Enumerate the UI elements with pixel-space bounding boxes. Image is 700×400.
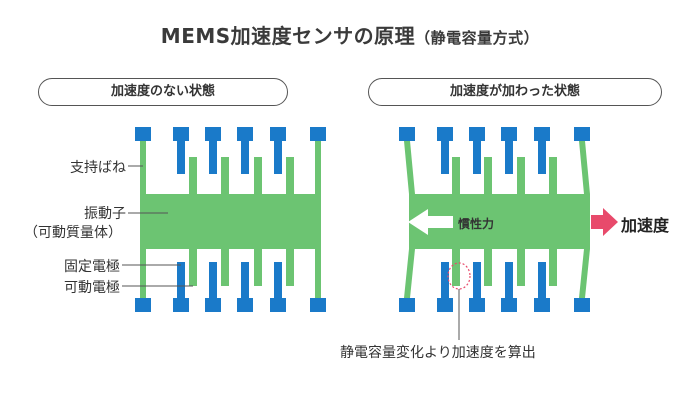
right-bottom-anchor: [574, 298, 590, 312]
left-top-movable-electrode: [221, 157, 229, 194]
label-movable-electrode: 可動電極: [64, 280, 120, 296]
right-spring: [579, 249, 590, 298]
right-top-fixed-electrode: [505, 141, 513, 174]
left-bottom-movable-electrode: [221, 249, 229, 286]
right-bottom-movable-electrode: [484, 249, 492, 286]
left-bottom-anchor: [310, 298, 326, 312]
title-main: MEMS加速度センサの原理: [160, 24, 416, 48]
right-bottom-movable-electrode: [517, 249, 525, 286]
right-bottom-anchor: [469, 298, 485, 312]
label-spring: 支持ばね: [70, 160, 126, 176]
left-top-anchor: [135, 127, 151, 141]
label-acceleration: 加速度: [621, 216, 670, 235]
right-top-movable-electrode: [452, 157, 460, 194]
left-bottom-anchor: [205, 298, 221, 312]
right-top-movable-electrode: [549, 157, 557, 194]
right-top-anchor: [534, 127, 550, 141]
right-bottom-movable-electrode: [452, 249, 460, 286]
left-bottom-anchor: [237, 298, 253, 312]
right-bottom-anchor: [437, 298, 453, 312]
right-bottom-fixed-electrode: [538, 262, 546, 298]
right-bottom-anchor: [534, 298, 550, 312]
right-top-movable-electrode: [517, 157, 525, 194]
label-mass-sub: （可動質量体）: [24, 225, 122, 241]
left-bottom-anchor: [135, 298, 151, 312]
right-top-fixed-electrode: [473, 141, 481, 174]
right-top-anchor: [501, 127, 517, 141]
right-top-anchor: [469, 127, 485, 141]
left-top-anchor: [237, 127, 253, 141]
right-bottom-fixed-electrode: [505, 262, 513, 298]
right-spring: [404, 249, 415, 298]
label-fixed-electrode: 固定電極: [64, 259, 120, 275]
right-top-movable-electrode: [484, 157, 492, 194]
left-top-anchor: [173, 127, 189, 141]
right-top-anchor: [437, 127, 453, 141]
left-top-movable-electrode: [254, 157, 262, 194]
label-inertia: 慣性力: [458, 217, 495, 231]
left-bottom-movable-electrode: [254, 249, 262, 286]
left-panel-title: 加速度のない状態: [38, 78, 288, 106]
left-top-fixed-electrode: [274, 141, 282, 174]
left-bottom-fixed-electrode: [177, 262, 185, 298]
caption: 静電容量変化より加速度を算出: [340, 345, 536, 361]
left-structure: [122, 127, 326, 312]
right-bottom-fixed-electrode: [441, 262, 449, 298]
right-top-anchor: [574, 127, 590, 141]
right-top-fixed-electrode: [538, 141, 546, 174]
right-spring: [404, 141, 415, 194]
right-structure: [399, 127, 618, 340]
acceleration-arrow-icon: [591, 208, 618, 236]
right-bottom-movable-electrode: [549, 249, 557, 286]
right-top-fixed-electrode: [441, 141, 449, 174]
left-top-movable-electrode: [189, 157, 197, 194]
right-top-anchor: [399, 127, 415, 141]
left-top-anchor: [310, 127, 326, 141]
left-top-fixed-electrode: [209, 141, 217, 174]
capacitance-change-highlight: [447, 262, 471, 290]
left-top-anchor: [205, 127, 221, 141]
right-spring: [579, 141, 590, 194]
left-top-movable-electrode: [286, 157, 294, 194]
left-bottom-fixed-electrode: [241, 262, 249, 298]
left-bottom-movable-electrode: [189, 249, 197, 286]
left-bottom-fixed-electrode: [209, 262, 217, 298]
left-bottom-anchor: [270, 298, 286, 312]
right-bottom-anchor: [399, 298, 415, 312]
left-proof-mass: [140, 194, 321, 249]
left-top-fixed-electrode: [177, 141, 185, 174]
label-mass: 振動子: [84, 206, 126, 222]
left-top-fixed-electrode: [241, 141, 249, 174]
inertia-arrow-icon: [408, 209, 453, 235]
right-panel-title: 加速度が加わった状態: [368, 78, 662, 106]
right-bottom-anchor: [501, 298, 517, 312]
left-bottom-anchor: [173, 298, 189, 312]
title-sub: （静電容量方式）: [415, 29, 540, 47]
left-bottom-fixed-electrode: [274, 262, 282, 298]
left-top-anchor: [270, 127, 286, 141]
left-bottom-movable-electrode: [286, 249, 294, 286]
right-bottom-fixed-electrode: [473, 262, 481, 298]
diagram-title: MEMS加速度センサの原理（静電容量方式）: [0, 20, 700, 49]
